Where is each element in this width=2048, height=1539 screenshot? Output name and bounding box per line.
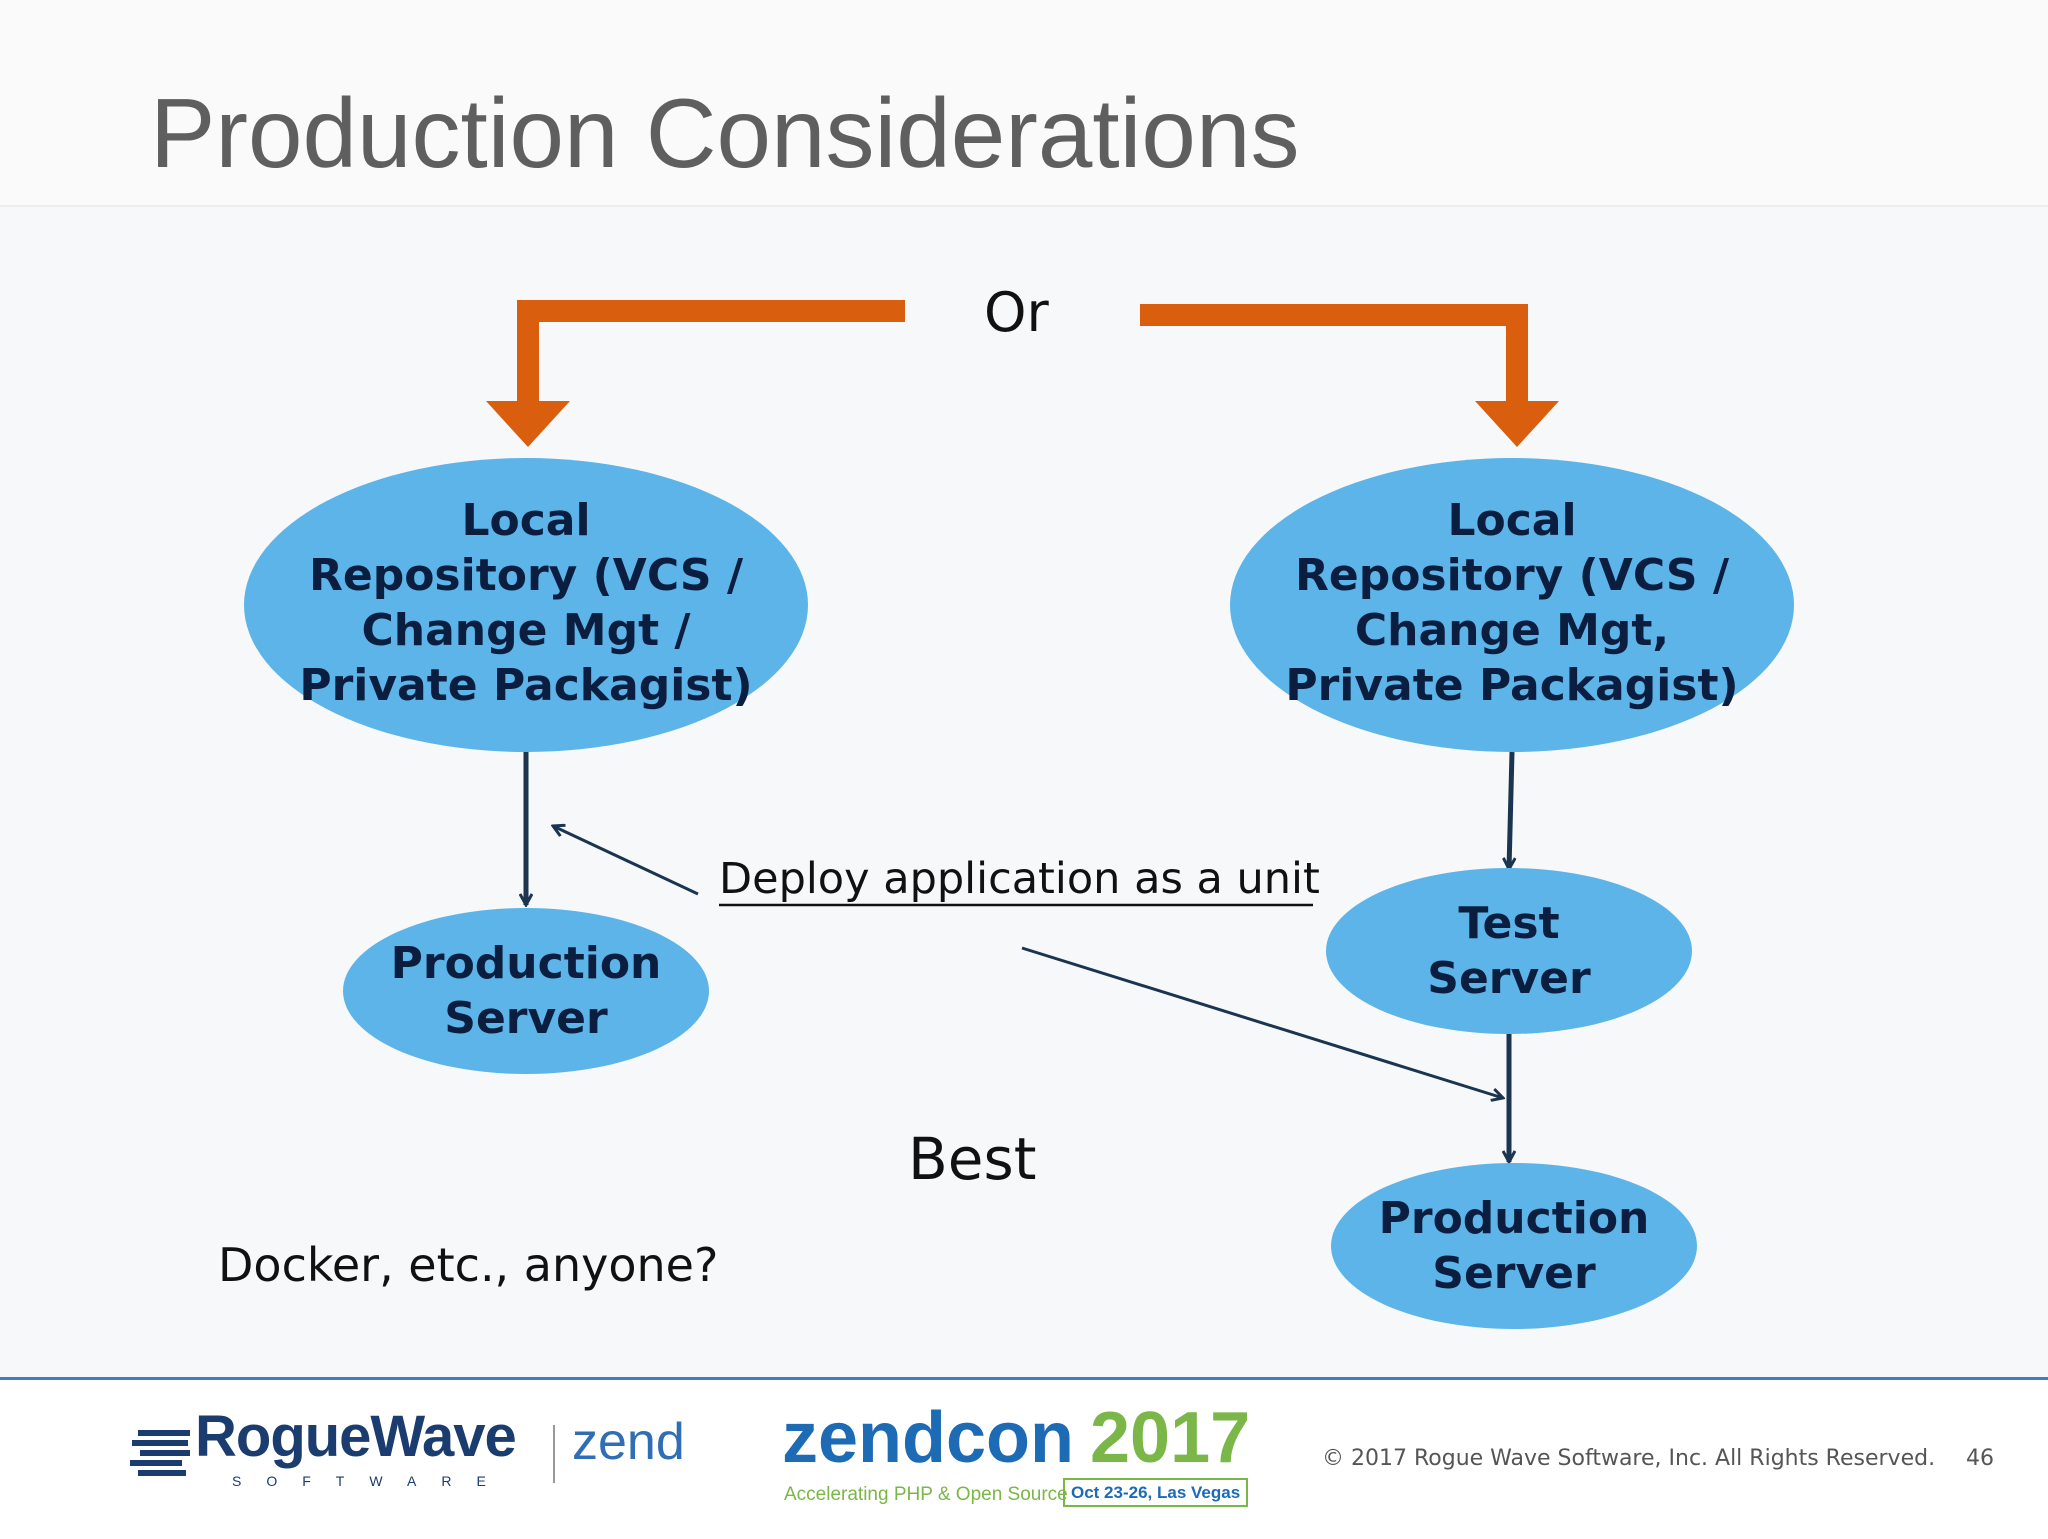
zendcon-tagline: Accelerating PHP & Open Source — [784, 1484, 1068, 1505]
right-production-label: Production Server — [1378, 1193, 1650, 1299]
docker-label: Docker, etc., anyone? — [218, 1238, 719, 1292]
diagram-connectors — [244, 300, 1794, 1329]
branch-arrowhead-right — [1475, 401, 1559, 447]
left-production-node — [343, 908, 709, 1074]
zend-wordmark: zend — [572, 1413, 685, 1471]
connector-right-repo-to-test — [1509, 751, 1512, 869]
logo-divider — [553, 1425, 555, 1483]
zendcon-dates: Oct 23-26, Las Vegas — [1063, 1478, 1249, 1507]
roguewave-wordmark: RogueWave — [195, 1404, 517, 1469]
branch-arrow-left — [517, 300, 905, 403]
roguewave-logo-icon — [130, 1430, 190, 1476]
slide-footer: RogueWave SOFTWARE zend zendcon 2017 Acc… — [0, 1377, 2048, 1539]
left-production-label: Production Server — [390, 938, 662, 1044]
zendcon-year: 2017 — [1090, 1398, 1251, 1478]
right-production-node — [1331, 1163, 1697, 1329]
copyright-notice: © 2017 Rogue Wave Software, Inc. All Rig… — [1322, 1446, 1936, 1471]
page-number: 46 — [1966, 1446, 1994, 1471]
slide-title: Production Considerations — [150, 78, 1300, 188]
right-repo-node — [1230, 458, 1794, 752]
right-repo-label: Local Repository (VCS / Change Mgt, Priv… — [1285, 495, 1739, 711]
branch-arrow-right — [1140, 304, 1528, 403]
left-repo-label: Local Repository (VCS / Change Mgt / Pri… — [299, 495, 753, 711]
right-test-node — [1326, 868, 1692, 1034]
diagram-canvas: Local Repository (VCS / Change Mgt / Pri… — [0, 207, 2048, 1377]
slide-header: Production Considerations — [0, 0, 2048, 207]
deploy-label: Deploy application as a unit — [719, 854, 1320, 904]
roguewave-subtitle: SOFTWARE — [232, 1473, 511, 1489]
or-label: Or — [984, 281, 1049, 344]
pointer-to-right-connector — [1021, 946, 1503, 1098]
best-label: Best — [908, 1125, 1037, 1193]
zendcon-wordmark: zendcon — [782, 1398, 1075, 1478]
branch-arrowhead-left — [486, 401, 570, 447]
pointer-to-left-connector — [553, 826, 699, 896]
right-test-label: Test Server — [1427, 898, 1591, 1004]
left-repo-node — [244, 458, 808, 752]
